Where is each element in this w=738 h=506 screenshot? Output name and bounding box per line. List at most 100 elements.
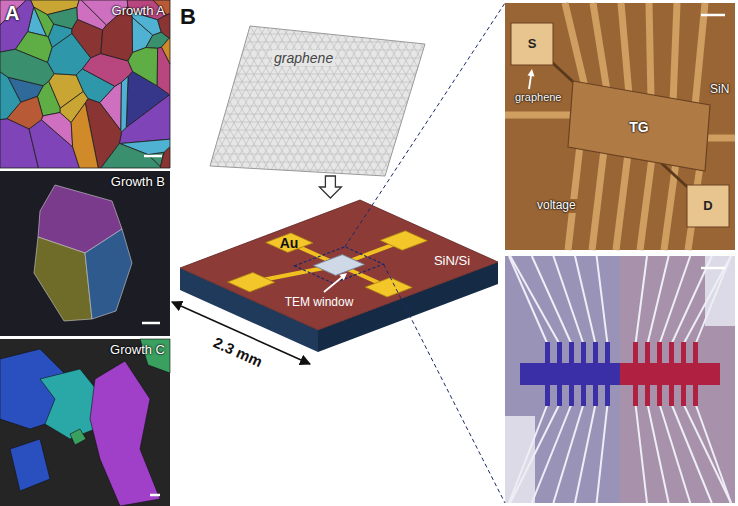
drawing-part [0,26,2,182]
pointer-line [324,276,343,292]
drawing-part [128,26,218,182]
image-ground [505,256,735,503]
drawing-part [160,26,250,182]
node-text: graphene [272,50,335,66]
gold-pad [365,278,412,297]
probe-finger [545,342,550,406]
substrate-top [180,200,498,330]
drawing-part [66,26,156,182]
arrow-head [339,273,347,280]
node-text: Growth A [112,4,165,19]
block-arrow [319,176,341,198]
grain-region [157,47,170,95]
grain-map [0,0,170,168]
drawing-part [210,42,430,43]
grain-region [70,429,86,445]
drawing-part [210,202,430,203]
grain-region [10,439,50,491]
drawing-part [72,26,162,182]
drawing-part [386,26,476,182]
micrograph-panel: Growth C [0,339,170,506]
drawing-part [210,210,430,211]
node-text: voltage [535,199,578,213]
drawing-part [194,26,284,182]
drawing-part [42,26,132,182]
drawing-part [565,3,585,87]
probe-finger [593,342,598,406]
drawing-part [256,26,346,182]
image-ground [505,3,735,250]
dimension-label: 2.3 mm [211,334,265,371]
drawing-part [695,3,705,106]
drawing-part [597,404,608,503]
drawing-part [250,26,340,182]
grain-region [34,237,92,321]
drawing-part [592,149,604,250]
scale-bar [701,267,725,270]
drawing-part [0,26,18,182]
drawing-part [48,26,138,182]
drawing-part [322,26,412,182]
drawing-part [384,26,474,182]
node-text: D [703,199,712,214]
drawing-part [16,26,106,182]
sheet-outline [210,26,425,176]
drawing-part [673,3,677,103]
drawing-part [272,26,362,182]
drawing-part [210,162,430,163]
drawing-part [344,26,434,182]
drawing-part [210,10,430,11]
arrow-head [528,69,535,76]
illustration [176,198,502,354]
grain-region [121,76,128,131]
drawing-part [0,26,82,182]
drawing-part [120,26,210,182]
gold-pad [380,231,427,250]
top-gate [568,81,710,171]
drawing-part [418,26,508,182]
drawing-part [114,26,204,182]
drawing-part [660,256,691,344]
graphene-sheet: graphene [210,26,425,176]
drawing-part [18,26,108,182]
drawing-part [32,26,122,182]
drawing-part [2,26,92,182]
drawing-part [0,26,84,182]
drawing-part [0,26,76,182]
probe-finger [681,342,686,406]
drawing-part [660,404,691,503]
zoom-line [384,264,505,503]
probe-finger [569,342,574,406]
drawing-part [210,146,430,147]
drawing-part [170,26,260,182]
drawing-part [186,26,276,182]
drawing-part [696,404,732,503]
drawing-part [210,2,430,3]
drawing-part [532,404,572,503]
drawing-part [192,26,282,182]
drawing-part [266,26,356,182]
drawing-part [56,26,146,182]
grain-region [48,34,91,75]
micrograph-panel: Growth B [0,171,170,336]
drawing-part [8,26,98,182]
grain-region [47,7,77,28]
drawing-part [684,256,732,344]
chip-substrate: AuSiN/SiTEM window [176,198,502,354]
drawing-part [82,26,172,182]
image-ground [0,339,170,506]
drawing-part [210,178,430,179]
tint [620,256,735,503]
drawing-part [130,26,220,182]
drawing-part [0,26,66,182]
grain-region [16,32,53,63]
drawing-part [96,26,186,182]
drawing-part [210,26,430,27]
drawing-part [0,26,42,182]
node-text: graphene [513,91,564,104]
drawing-part [178,26,268,182]
drawing-part [392,26,482,182]
drawing-part [0,26,10,182]
node-text: Growth C [110,343,165,358]
contact-pad [687,185,729,227]
